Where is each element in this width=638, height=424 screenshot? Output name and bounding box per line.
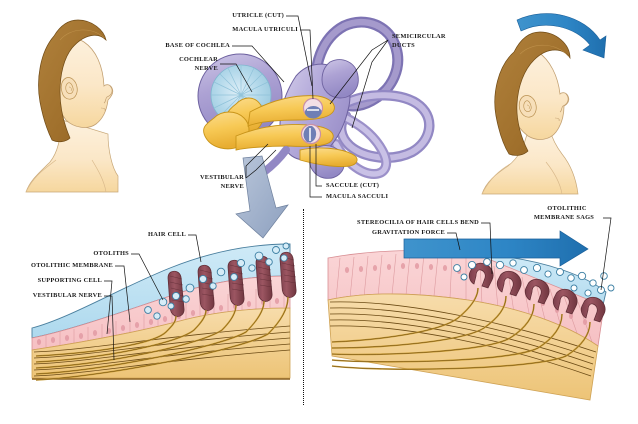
leader-lines (104, 15, 612, 361)
panel-divider (303, 209, 304, 405)
label-cochlear-nerve-line2: NERVE (194, 65, 218, 72)
label-supporting-cell: SUPPORTING CELL (37, 277, 102, 284)
label-otolithic-membrane-sags-line2: MEMBRANE SAGS (533, 214, 595, 221)
gravitation-force-arrow-icon (403, 230, 589, 267)
label-otoliths: OTOLITHS (93, 250, 129, 257)
label-base-of-cochlea: BASE OF COCHLEA (165, 42, 230, 49)
label-semicircular-ducts-line2: DUCTS (392, 42, 415, 49)
head-rotation-arrow-icon (516, 13, 607, 59)
hair-cells-bent (331, 262, 606, 370)
ear-left-head (60, 77, 78, 100)
label-saccule-cut: SACCULE (CUT) (326, 182, 380, 189)
label-semicircular-ducts-line1: SEMICIRCULAR (392, 33, 446, 40)
macula-resting-illustration (31, 242, 297, 381)
head-tilted-illustration (481, 13, 607, 195)
label-vestibular-nerve-top-line1: VESTIBULAR (199, 174, 244, 181)
otoliths-left (144, 242, 290, 320)
label-gravitation-force: GRAVITATION FORCE (372, 229, 445, 236)
label-macula-utriculi: MACULA UTRICULI (232, 26, 298, 33)
macula-sacculi-detail (300, 123, 322, 145)
label-utricle-cut: UTRICLE (CUT) (232, 12, 284, 19)
label-vestibular-nerve-bottom: VESTIBULAR NERVE (32, 292, 102, 299)
label-otolithic-membrane-sags-line1: OTOLITHIC (547, 205, 587, 212)
ear-right-head (518, 95, 537, 118)
label-stereocilia-bend: STEREOCILIA OF HAIR CELLS BEND (357, 219, 479, 226)
label-vestibular-nerve-top-line2: NERVE (220, 183, 244, 190)
label-otolithic-membrane: OTOLITHIC MEMBRANE (31, 262, 113, 269)
label-hair-cell: HAIR CELL (148, 231, 186, 238)
macula-tilted-illustration (327, 230, 615, 401)
label-cochlear-nerve-line1: COCHLEAR (179, 56, 218, 63)
head-upright-illustration (25, 19, 119, 193)
vestibular-nerve-bundle (33, 325, 291, 377)
zoom-arrow-to-left-panel-icon (235, 155, 289, 239)
vestibular-apparatus-illustration (197, 16, 435, 180)
label-macula-sacculi: MACULA SACCULI (326, 193, 389, 200)
macula-utriculi-detail (302, 97, 324, 119)
otoliths-right (453, 258, 615, 297)
